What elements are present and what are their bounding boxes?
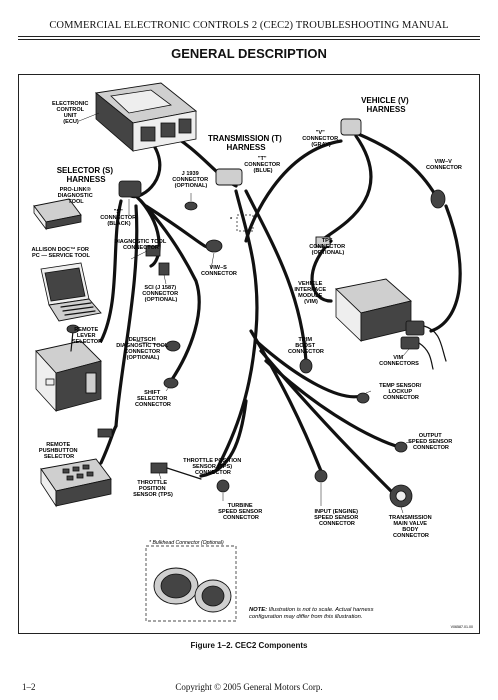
trim-boost-connector [300, 359, 312, 373]
label-j1939-connector: J 1939 CONNECTOR (OPTIONAL) [172, 171, 210, 189]
j1939-connector [185, 202, 197, 210]
label-vehicle-harness: VEHICLE (V) HARNESS [361, 96, 411, 114]
ecu-unit [96, 83, 196, 151]
label-main-valve: TRANSMISSION MAIN VALVE BODY CONNECTOR [389, 515, 433, 539]
figure-frame: .lbl { font-size: 5.6px; font-weight: bo… [18, 74, 480, 634]
label-bulkhead-optional: * Bulkhead Connector (Optional) [149, 540, 224, 546]
temp-sensor-connector [357, 393, 369, 403]
label-t-connector: "T" CONNECTOR (BLUE) [244, 156, 282, 174]
copyright: Copyright © 2005 General Motors Corp. [0, 682, 498, 692]
label-temp-sensor: TEMP SENSOR/ LOCKUP CONNECTOR [379, 383, 423, 401]
t-connector [216, 169, 242, 185]
label-ecu: ELECTRONIC CONTROL UNIT (ECU) [52, 101, 90, 125]
label-shift-selector: SHIFT SELECTOR CONNECTOR [135, 390, 171, 408]
label-vim: VEHICLE INTERFACE MODULE (VIM) [294, 281, 327, 305]
label-s-connector: "S" CONNECTOR (BLACK) [100, 209, 138, 227]
label-throttle-position-connector: THROTTLE POSITION SENSOR (TPS) CONNECTOR [183, 458, 243, 476]
label-selector-harness: SELECTOR (S) HARNESS [57, 166, 116, 184]
vehicle-interface-module [336, 279, 446, 369]
figure-caption: Figure 1–2. CEC2 Components [0, 641, 498, 650]
input-speed-connector [315, 470, 327, 482]
label-input-speed: INPUT (ENGINE) SPEED SENSOR CONNECTOR [314, 509, 360, 527]
bulkhead-connector-illustration [154, 568, 231, 612]
section-title: GENERAL DESCRIPTION [0, 46, 498, 61]
bulkhead-star: * [230, 217, 233, 223]
label-viw-s-connector: VIW–S CONNECTOR [201, 265, 237, 277]
label-throttle-position-sensor: THROTTLE POSITION SENSOR (TPS) [133, 480, 173, 498]
viw-v-connector [431, 190, 445, 208]
header-rule-2 [18, 39, 480, 40]
vim-connectors [406, 321, 424, 335]
s-connector [119, 181, 141, 197]
label-allison-doc: ALLISON DOC™ FOR PC — SERVICE TOOL [31, 247, 90, 259]
figure-note-line1: NOTE: Illustration is not to scale. Actu… [249, 607, 374, 613]
v-connector [341, 119, 361, 135]
label-remote-pushbutton: REMOTE PUSHBUTTON SELECTOR [39, 442, 79, 460]
sci-connector [159, 263, 169, 275]
figure-id: V06587.01.00 [451, 625, 473, 629]
label-vim-connectors: VIM CONNECTORS [379, 355, 419, 367]
turbine-speed-connector [217, 480, 229, 492]
label-v-connector: "V" CONNECTOR (GRAY) [302, 130, 340, 148]
remote-pushbutton-selector [41, 426, 116, 506]
allison-doc-laptop [41, 263, 101, 321]
label-output-speed: OUTPUT SPEED SENSOR CONNECTOR [408, 433, 454, 451]
running-header: COMMERCIAL ELECTRONIC CONTROLS 2 (CEC2) … [0, 20, 498, 31]
label-turbine-speed: TURBINE SPEED SENSOR CONNECTOR [218, 503, 264, 521]
figure-note-line2: configuration may differ from this illus… [249, 614, 362, 620]
label-viw-v-connector: VIW–V CONNECTOR [426, 159, 462, 171]
output-speed-connector [395, 442, 407, 452]
header-rule [18, 36, 480, 37]
label-transmission-harness: TRANSMISSION (T) HARNESS [208, 134, 284, 152]
cec2-components-illustration: .lbl { font-size: 5.6px; font-weight: bo… [19, 75, 479, 633]
shift-selector-connector [164, 378, 178, 388]
label-tps-connector-optional: TPS CONNECTOR (OPTIONAL) [309, 238, 347, 256]
tps-sensor-connector [151, 463, 167, 473]
viw-s-connector [206, 240, 222, 252]
label-sci-connector: SCI (J 1587) CONNECTOR (OPTIONAL) [142, 285, 180, 303]
label-trim-boost: TRIM BOOST CONNECTOR [288, 337, 324, 355]
label-remote-lever: REMOTE LEVER SELECTOR [72, 327, 102, 345]
